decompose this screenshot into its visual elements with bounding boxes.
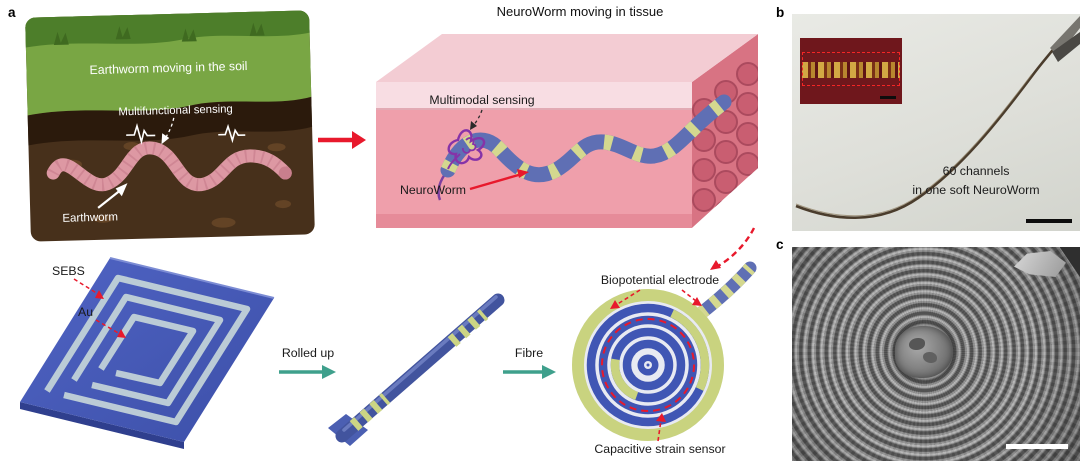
panel-b-label: b	[776, 5, 785, 20]
caption-line-2: in one soft NeuroWorm	[912, 182, 1040, 197]
sebs-arrowhead	[95, 290, 104, 299]
tweezers-upper	[1050, 16, 1080, 56]
worm-arrowhead	[115, 183, 128, 197]
soil-clod	[93, 214, 114, 223]
film-schematic: SEBS Au	[20, 257, 275, 449]
dashed-arrowhead	[692, 297, 702, 306]
grass-top-band	[25, 10, 312, 48]
dashed-arrowhead	[470, 121, 477, 130]
dashed-arrowhead	[710, 260, 721, 270]
waveform-left	[126, 123, 156, 145]
worm-arrow	[97, 188, 123, 209]
red-arrow-right	[318, 131, 366, 149]
earthworm-label: Earthworm	[62, 211, 118, 224]
tweezers-lower	[1052, 32, 1080, 62]
grass-tuft	[249, 22, 265, 36]
biopotential-electrode-label: Biopotential electrode	[601, 273, 719, 287]
sem-cross-section-image	[792, 247, 1080, 461]
sebs-label: SEBS	[52, 264, 85, 278]
sem-core-detail	[923, 351, 938, 363]
teal-arrowhead	[542, 365, 556, 379]
panel-c-label: c	[776, 237, 784, 252]
soil-scene: Earthworm moving in the soil Multifuncti…	[25, 10, 315, 242]
au-label: Au	[78, 305, 93, 319]
tissue-bottom-layer	[376, 214, 692, 228]
tissue-title: NeuroWorm moving in tissue	[496, 4, 664, 19]
fibre-sheen	[795, 73, 1033, 217]
au-arrowhead	[117, 329, 126, 338]
earthworm-head	[278, 166, 292, 180]
sem-debris-flake	[1014, 251, 1066, 277]
neuroworm-bands	[441, 96, 729, 183]
rolled-up-arrow	[279, 365, 336, 379]
micrograph-inset	[800, 38, 902, 104]
red-dashed-box	[802, 52, 900, 86]
tissue-layer-line	[376, 108, 692, 110]
soil-dark-band	[25, 96, 315, 146]
coil-tail-bands	[696, 263, 755, 320]
earthworm-soil-illustration: Earthworm moving in the soil Multifuncti…	[25, 10, 315, 242]
multifunctional-sensing-label: Multifunctional sensing	[118, 103, 233, 118]
tissue-top-face	[376, 34, 758, 82]
green-electrode-arc-left	[610, 358, 639, 400]
coil-center-dot	[646, 363, 650, 367]
channels-caption: 60 channels in one soft NeuroWorm	[900, 162, 1052, 199]
film-sheet	[20, 258, 274, 442]
green-electrode-arc-right	[670, 309, 710, 391]
sebs-dashed-arrow	[73, 278, 99, 295]
fibre-device	[795, 45, 1058, 220]
photo-scale-bar	[1026, 219, 1072, 223]
soil-clod	[275, 200, 292, 209]
sensor-dashed-arrow	[657, 419, 662, 442]
sem-center-core	[895, 325, 954, 378]
film-highlight	[109, 257, 275, 299]
dashed-arrowhead	[610, 300, 620, 309]
coil-outer-green-ring	[572, 289, 724, 441]
inset-scale-bar	[880, 96, 896, 99]
panel-a-label: a	[8, 5, 16, 20]
tissue-block-illustration: Multimodal sensing NeuroWorm	[376, 34, 758, 228]
au-dashed-arrow	[95, 319, 121, 335]
soil-clod	[267, 143, 286, 152]
teal-arrowhead	[322, 365, 336, 379]
fibre-label: Fibre	[514, 346, 544, 360]
fibre-photo-drawing	[795, 16, 1080, 220]
neuroworm-arrow	[469, 172, 523, 191]
caption-line-1: 60 channels	[942, 164, 1010, 178]
gold-electrode-band	[802, 62, 900, 78]
soil-title: Earthworm moving in the soil	[89, 59, 247, 77]
neuroworm-photo: 60 channels in one soft NeuroWorm	[792, 14, 1080, 231]
grass-tuft	[53, 31, 69, 46]
multimodal-sensing-label: Multimodal sensing	[429, 93, 534, 107]
waveform-right	[218, 123, 246, 144]
strain-sensor-dashed-circle	[601, 318, 695, 412]
neural-signal-burst-inner	[462, 137, 477, 154]
sem-core-detail	[909, 337, 926, 350]
neuroworm-arrowhead	[517, 169, 529, 178]
sem-scale-bar	[1006, 444, 1068, 449]
neuroworm-label: NeuroWorm	[400, 183, 466, 197]
red-dashed-arrow-down	[710, 227, 756, 270]
tissue-skin-layer	[376, 82, 692, 108]
grass-tuft	[115, 26, 131, 40]
electrode-dashed-arrow-right	[681, 289, 697, 302]
soil-clod	[211, 217, 236, 228]
film-edge	[20, 402, 184, 449]
coil-cross-section: Biopotential electrode Capacitive strain…	[572, 261, 757, 456]
fibre-arrow	[503, 365, 556, 379]
neural-signal-link	[447, 153, 461, 170]
rolled-up-label: Rolled up	[281, 346, 335, 360]
dashed-arrowhead	[656, 413, 666, 422]
rolled-fibre-illustration	[328, 293, 505, 446]
earthworm-body	[46, 141, 292, 192]
electrode-dashed-arrow-left	[615, 289, 641, 306]
dashed-arrowhead	[161, 133, 170, 145]
dashed-arrow-multimodal	[472, 109, 483, 127]
capacitive-strain-sensor-label: Capacitive strain sensor	[594, 442, 725, 456]
dashed-shaft	[717, 227, 756, 268]
red-arrowhead	[352, 131, 366, 149]
grass-tuft	[181, 28, 197, 42]
fibre-highlight	[342, 295, 498, 432]
